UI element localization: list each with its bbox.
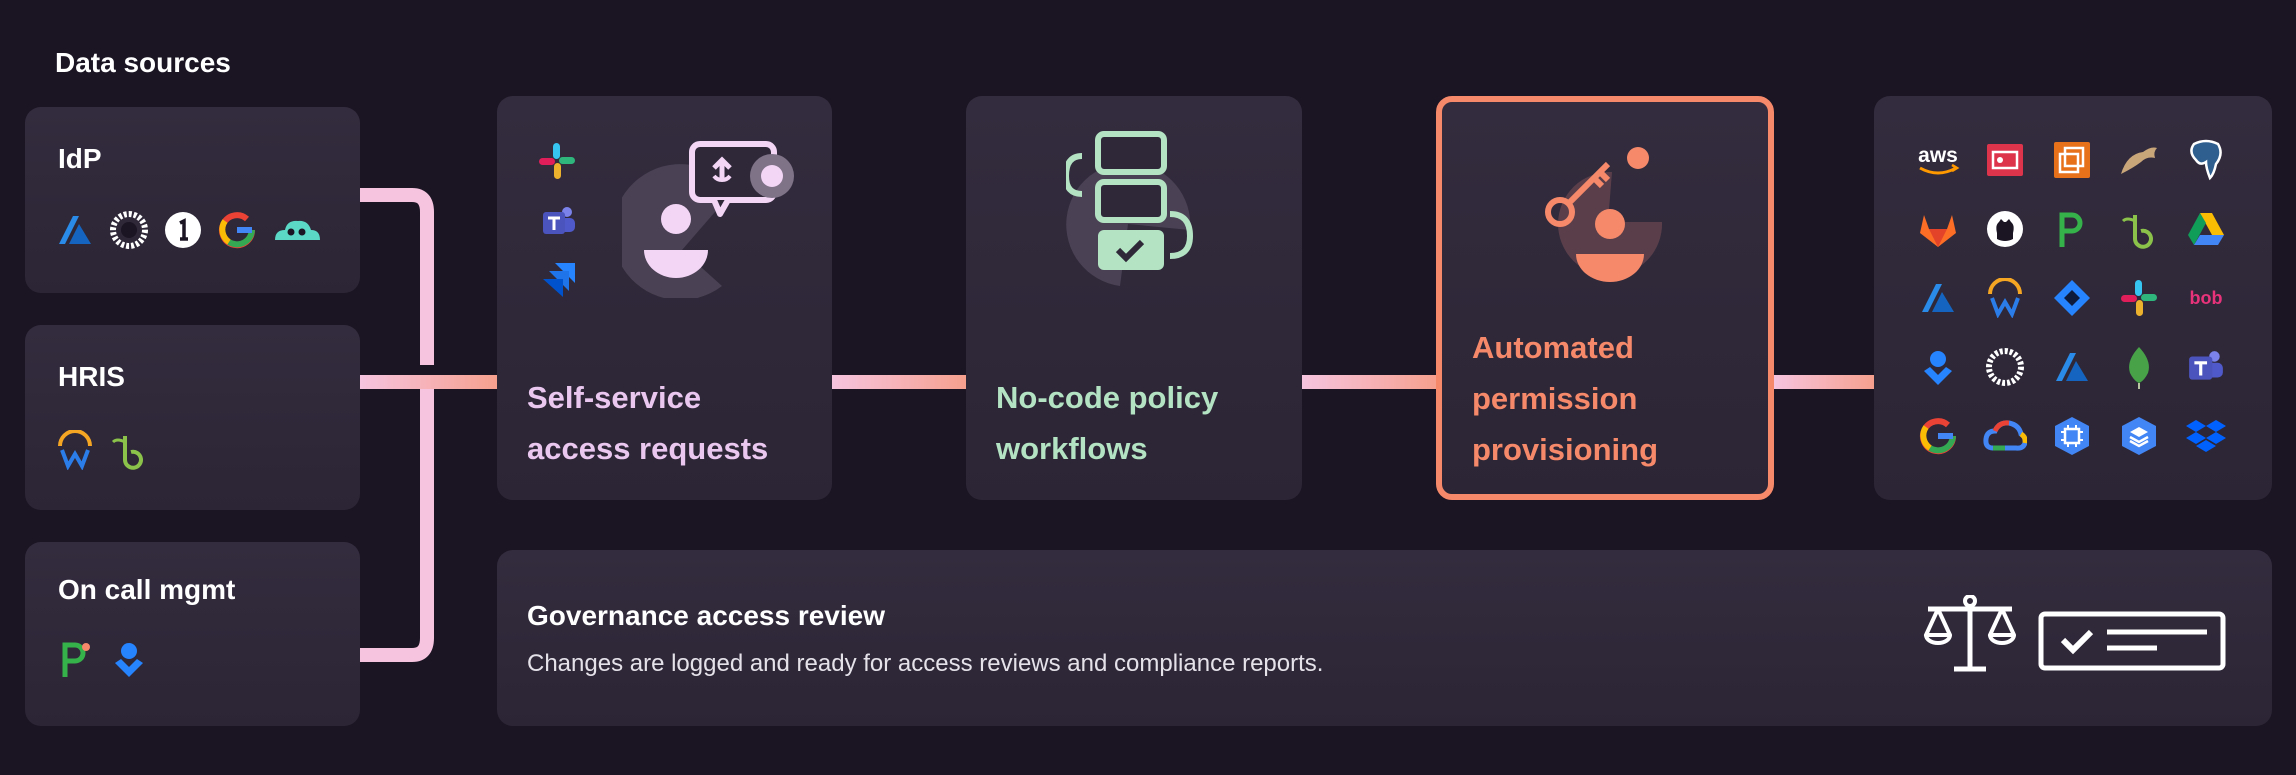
dropbox-icon — [2182, 412, 2230, 460]
scales-icon — [1924, 595, 2016, 672]
azure-ad-icon — [59, 216, 91, 244]
onelogin-icon — [165, 212, 201, 248]
governance-title: Governance access review — [527, 600, 886, 631]
teams-icon — [2182, 343, 2230, 391]
gitlab-icon — [1914, 205, 1962, 253]
svg-text:bob: bob — [2190, 288, 2223, 308]
source-card-on-call: On call mgmt — [25, 542, 360, 726]
source-label-on-call: On call mgmt — [58, 574, 236, 605]
wire-hris — [360, 375, 497, 389]
step-card-policy-workflows: No-code policy workflows — [966, 96, 1302, 500]
pagerduty-icon — [62, 642, 90, 677]
integrations-card: aws — [1874, 96, 2272, 500]
aws-org-icon — [2048, 136, 2096, 184]
svg-text:aws: aws — [1918, 144, 1958, 167]
integrations-grid: aws — [1914, 136, 2230, 460]
source-card-hris: HRIS — [25, 325, 360, 510]
workflow-illustration-icon — [1066, 131, 1194, 286]
step-title-policy-workflows: No-code policy workflows — [996, 380, 1219, 466]
teams-icon — [543, 207, 575, 234]
bamboohr-icon — [111, 436, 143, 470]
source-card-idp: IdP — [25, 107, 360, 293]
data-sources-heading: Data sources — [55, 47, 231, 78]
google-cloud-icon — [1981, 412, 2029, 460]
google-drive-icon — [2182, 205, 2230, 253]
mongodb-icon — [2115, 343, 2163, 391]
governance-card: Governance access review Changes are log… — [497, 550, 2272, 726]
okta-icon — [1981, 343, 2029, 391]
wire-step3-integrations — [1774, 375, 1874, 389]
gcp-compute-icon — [2048, 412, 2096, 460]
azure-ad-icon — [2048, 343, 2096, 391]
jira-icon — [2048, 274, 2096, 322]
google-icon — [1914, 412, 1962, 460]
jumpcloud-icon — [275, 220, 320, 240]
azure-icon — [1914, 274, 1962, 322]
jira-icon — [543, 263, 575, 297]
wire-oncall — [360, 375, 434, 662]
mysql-icon — [2115, 136, 2163, 184]
source-label-hris: HRIS — [58, 361, 125, 392]
step-card-self-service: Self-service access requests — [497, 96, 832, 500]
google-icon — [219, 212, 256, 249]
aws-icon: aws — [1914, 136, 1962, 184]
slack-icon — [539, 143, 575, 179]
wire-idp — [360, 188, 434, 365]
source-label-idp: IdP — [58, 143, 102, 174]
pagerduty-icon — [2048, 205, 2096, 253]
bamboohr-icon — [2115, 205, 2163, 253]
wire-step2-step3 — [1302, 375, 1436, 389]
workday-icon — [1981, 274, 2029, 322]
postgresql-icon — [2182, 136, 2230, 184]
gcp-layers-icon — [2115, 412, 2163, 460]
key-provision-illustration-icon — [1545, 147, 1663, 282]
hibob-icon: bob — [2182, 274, 2230, 322]
step-title-automated-provisioning: Automated permission provisioning — [1472, 330, 1658, 467]
okta-icon — [110, 211, 148, 249]
checklist-icon — [2038, 611, 2226, 671]
opsgenie-icon — [115, 643, 143, 677]
aws-sso-icon — [1981, 136, 2029, 184]
slack-icon — [2115, 274, 2163, 322]
wire-step1-step2 — [832, 375, 966, 389]
step-title-self-service: Self-service access requests — [527, 380, 769, 466]
step-card-automated-provisioning: Automated permission provisioning — [1436, 96, 1774, 500]
opsgenie-icon — [1914, 343, 1962, 391]
github-icon — [1981, 205, 2029, 253]
workday-icon — [58, 430, 92, 470]
access-request-illustration-icon — [622, 141, 794, 298]
governance-description: Changes are logged and ready for access … — [527, 650, 1324, 677]
